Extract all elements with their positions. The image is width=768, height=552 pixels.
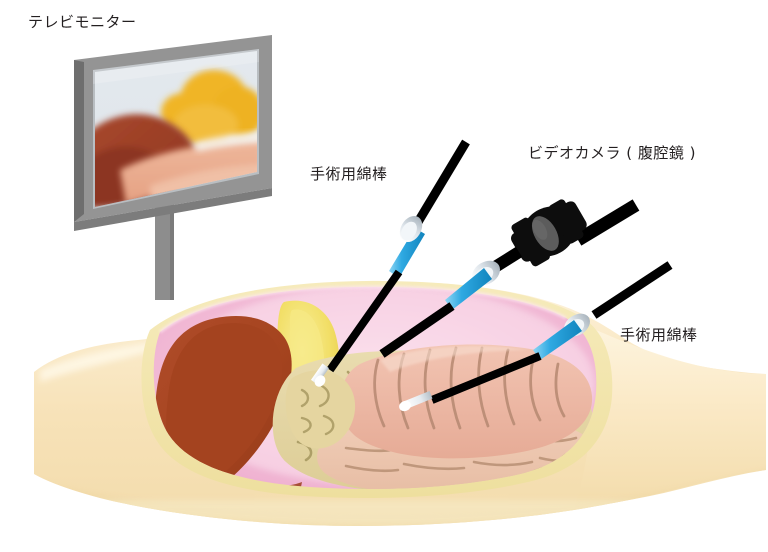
label-tv-monitor: テレビモニター: [28, 13, 137, 31]
swab-right-cannula: [533, 320, 582, 360]
patient-body: [34, 280, 766, 526]
instrument-surgical-swab-right[interactable]: [398, 261, 673, 413]
swab-right-tip: [399, 391, 433, 412]
monitor-stand: [155, 194, 174, 300]
omentum-lobe: [285, 370, 356, 449]
label-surgical-swab-left: 手術用綿棒: [310, 165, 388, 183]
label-video-camera: ビデオカメラ ( 腹腔鏡 ): [528, 144, 697, 162]
swab-left-tip: [310, 363, 330, 387]
swab-left-lower-shaft: [326, 269, 403, 373]
camera-inner-shaft: [379, 302, 455, 358]
camera-cable: [574, 199, 640, 246]
swab-right-lower-shaft: [430, 352, 542, 404]
swab-left-collar: [399, 215, 423, 243]
swab-left-upper-shaft: [414, 139, 470, 225]
tv-monitor: [74, 35, 272, 300]
camera-cannula: [445, 268, 492, 310]
monitor-frame-shadow: [74, 60, 84, 222]
instrument-surgical-swab-left[interactable]: [310, 139, 470, 389]
instrument-video-camera-laparoscope[interactable]: [379, 192, 640, 358]
label-surgical-swab-right: 手術用綿棒: [620, 326, 698, 344]
monitor-frame-bottom-shadow: [74, 188, 272, 231]
stomach: [340, 344, 593, 459]
swab-left-cannula: [389, 228, 425, 278]
swab-right-upper-shaft: [591, 261, 673, 319]
camera-head: [511, 199, 587, 267]
